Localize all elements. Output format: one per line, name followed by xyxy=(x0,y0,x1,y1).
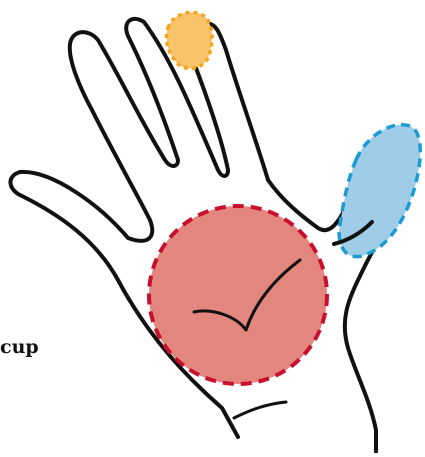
fingertip-shape xyxy=(166,12,212,68)
fingertip-region xyxy=(166,12,212,68)
palm-circle xyxy=(149,206,327,384)
cup-label: cup xyxy=(0,336,39,358)
